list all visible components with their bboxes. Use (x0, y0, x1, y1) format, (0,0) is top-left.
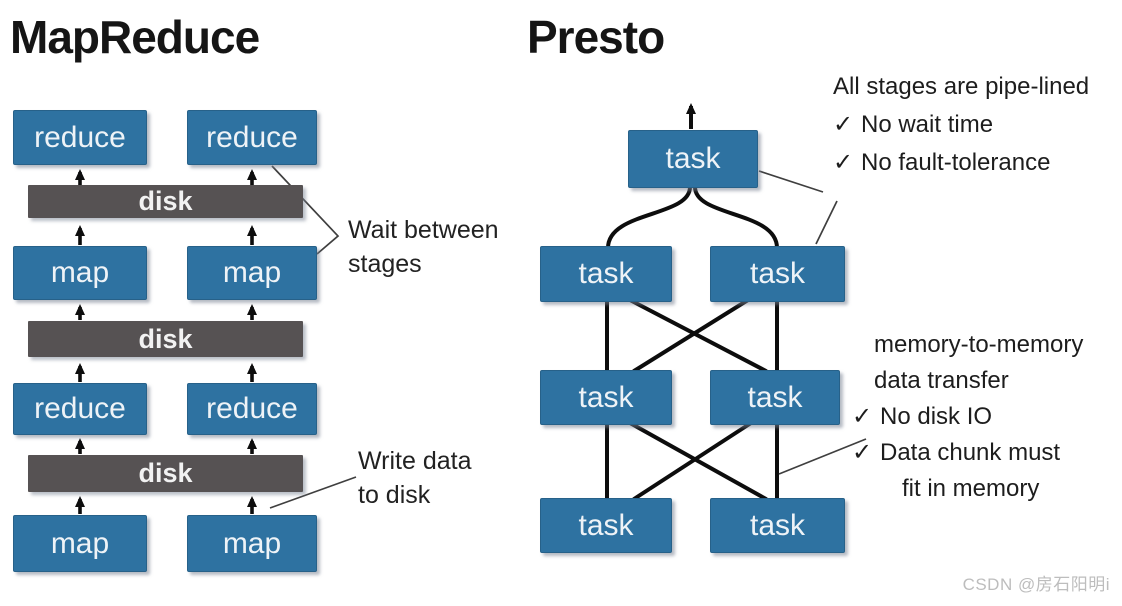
write-data-to-disk-note: Write data to disk (358, 447, 472, 509)
note-text: data transfer (874, 367, 1009, 394)
presto-task-box: task (540, 370, 672, 425)
presto-task-box: task (710, 498, 845, 553)
mapreduce-map-box: map (187, 246, 317, 300)
presto-task-box: task (540, 246, 672, 302)
presto-title: Presto (527, 11, 665, 63)
mapreduce-disk-bar: disk (28, 455, 303, 492)
mapreduce-reduce-box: reduce (13, 110, 147, 165)
wait-between-stages-note: Wait between stages (348, 216, 499, 278)
note-line: fit in memory (852, 471, 1083, 507)
note-text: All stages are pipe-lined (833, 73, 1090, 100)
note-line: memory-to-memory (852, 327, 1083, 363)
note-line: data transfer (852, 363, 1083, 399)
note-text: fit in memory (902, 475, 1040, 502)
note-text: No wait time (861, 111, 994, 138)
note-line: ✓ No disk IO (852, 399, 1083, 435)
mapreduce-reduce-box: reduce (13, 383, 147, 435)
check-icon: ✓ (833, 149, 854, 176)
note-line: ✓ No fault-tolerance (833, 144, 1089, 182)
presto-task-box: task (710, 370, 840, 425)
note-text: Data chunk must (880, 439, 1061, 466)
presto-memory-notes: memory-to-memory data transfer ✓ No disk… (852, 327, 1083, 507)
mapreduce-reduce-box: reduce (187, 110, 317, 165)
note-line: ✓ No wait time (833, 106, 1089, 144)
check-icon: ✓ (833, 111, 854, 138)
note-line: All stages are pipe-lined (833, 68, 1089, 106)
mapreduce-map-box: map (13, 246, 147, 300)
mapreduce-title: MapReduce (10, 11, 260, 63)
mapreduce-disk-bar: disk (28, 185, 303, 218)
check-icon: ✓ (852, 403, 873, 430)
mapreduce-up-arrows (75, 169, 257, 514)
csdn-watermark: CSDN @房石阳明i (962, 575, 1110, 594)
check-icon: ✓ (852, 439, 873, 466)
mapreduce-disk-bar: disk (28, 321, 303, 357)
note-line: ✓ Data chunk must (852, 435, 1083, 471)
mapreduce-reduce-box: reduce (187, 383, 317, 435)
presto-task-box: task (628, 130, 758, 188)
mapreduce-map-box: map (13, 515, 147, 572)
note-text: No fault-tolerance (861, 149, 1051, 176)
note-text: memory-to-memory (874, 331, 1084, 358)
note-text: No disk IO (880, 403, 993, 430)
presto-task-box: task (710, 246, 845, 302)
presto-task-box: task (540, 498, 672, 553)
presto-pipeline-notes: All stages are pipe-lined ✓ No wait time… (833, 68, 1089, 182)
presto-connectors (605, 185, 779, 501)
mapreduce-map-box: map (187, 515, 317, 572)
